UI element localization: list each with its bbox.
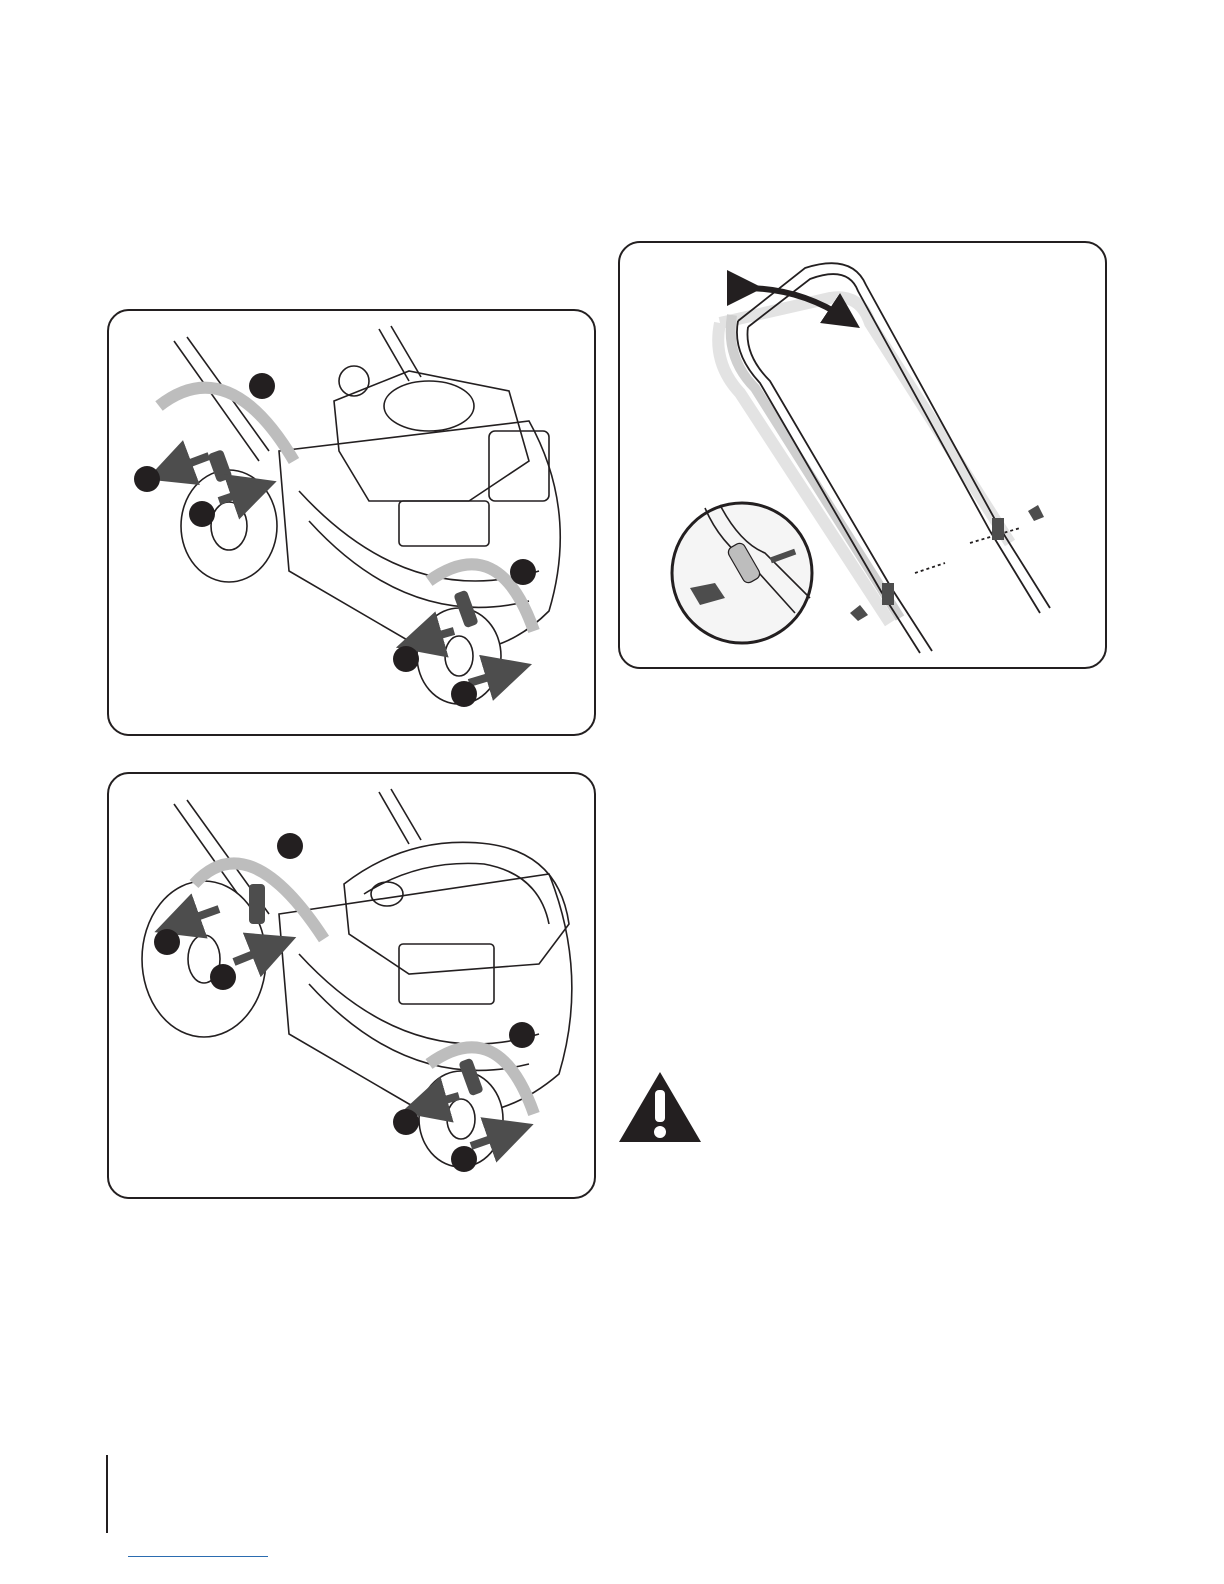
figure-handle-adjust — [618, 241, 1107, 669]
page-margin-rule — [106, 1455, 108, 1533]
handle-illustration — [620, 243, 1107, 669]
footer-link-underline[interactable] — [128, 1556, 268, 1557]
warning-triangle-icon — [617, 1070, 703, 1144]
mower-illustration-top — [109, 311, 596, 736]
mower-illustration-bottom — [109, 774, 596, 1199]
figure-wheel-adjust-top — [107, 309, 596, 736]
figure-wheel-adjust-bottom — [107, 772, 596, 1199]
